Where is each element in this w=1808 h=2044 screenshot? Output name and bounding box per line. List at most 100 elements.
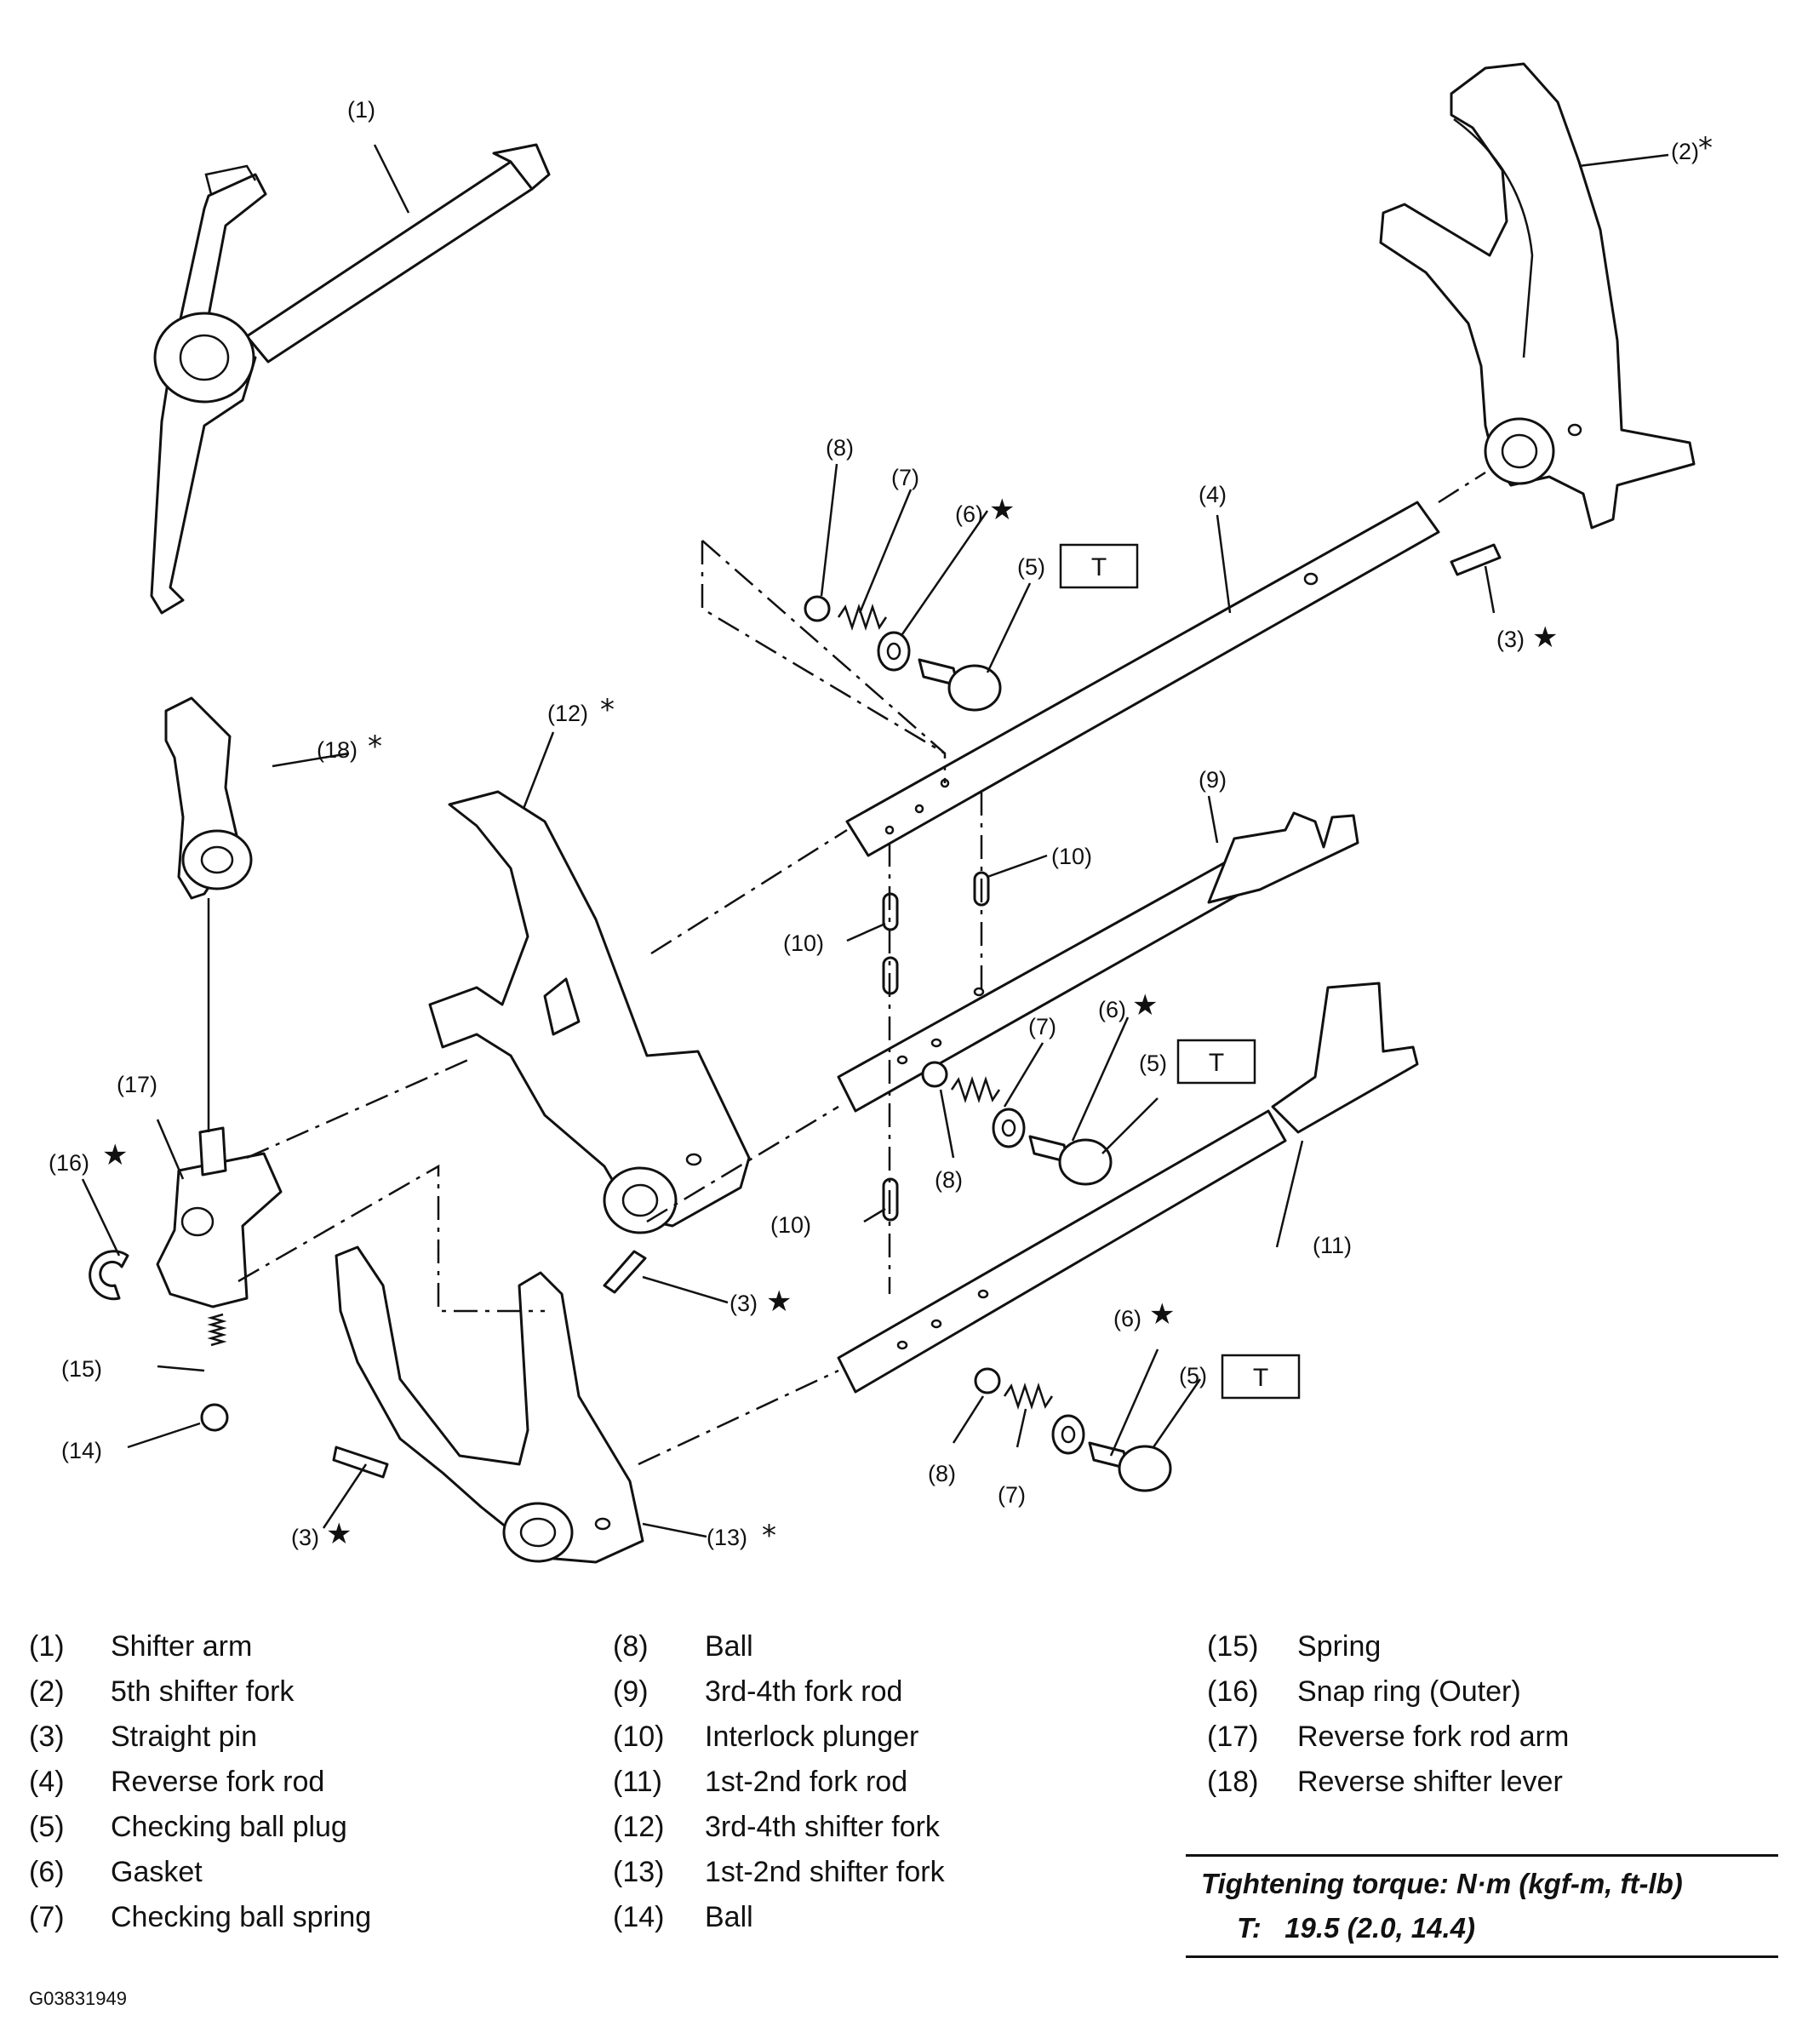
legend-column-1: (1) Shifter arm (2) 5th shifter fork (3) St…	[29, 1624, 371, 1940]
ball-part	[200, 1403, 229, 1432]
legend-item: (2) 5th shifter fork	[29, 1669, 371, 1715]
legend-number: (1)	[29, 1630, 65, 1663]
legend-label: 1st-2nd shifter fork	[705, 1856, 945, 1888]
reverse-fork-rod-arm-part	[156, 1126, 283, 1308]
legend-label: Checking ball spring	[111, 1901, 372, 1933]
callout-7-lower: (7)	[998, 1482, 1026, 1508]
legend-item: (10)Interlock plunger	[613, 1715, 945, 1760]
legend-label: 1st-2nd fork rod	[705, 1766, 908, 1798]
callout-1: (1)	[347, 97, 375, 123]
leader-lines	[81, 144, 1669, 1538]
legend-label: Straight pin	[111, 1721, 257, 1753]
legend-label: Ball	[705, 1630, 753, 1663]
star-3-middle: ★	[766, 1285, 792, 1319]
legend-label: Checking ball plug	[111, 1811, 347, 1843]
alignment-lines	[207, 471, 1486, 1466]
legend-item: (14)Ball	[613, 1895, 945, 1940]
legend-number: (3)	[29, 1721, 65, 1753]
legend-label: Spring	[1297, 1630, 1382, 1663]
legend-number: (13)	[613, 1856, 665, 1888]
asterisk-12: *	[600, 693, 615, 727]
callout-10-lower: (10)	[770, 1212, 811, 1238]
legend-label: Shifter arm	[111, 1630, 253, 1663]
shifter-arm-part	[150, 143, 551, 615]
star-16: ★	[102, 1138, 128, 1172]
callout-5-lower: (5)	[1179, 1363, 1207, 1388]
asterisk-13: *	[762, 1519, 776, 1553]
first-second-shifter-fork-part	[335, 1245, 644, 1564]
legend-column-3: (15) Spring (16) Snap ring (Outer) (17) Rev…	[1207, 1624, 1569, 1805]
callout-7-middle: (7)	[1028, 1014, 1056, 1039]
callout-5-upper: (5)	[1017, 554, 1045, 580]
legend-number: (4)	[29, 1766, 65, 1798]
legend-item: (16) Snap ring (Outer)	[1207, 1669, 1569, 1715]
legend-item: (13) 1st-2nd shifter fork	[613, 1850, 945, 1895]
checking-ball-assembly-middle	[921, 1061, 1113, 1186]
legend-item: (7) Checking ball spring	[29, 1895, 371, 1940]
legend-number: (2)	[29, 1675, 65, 1708]
callout-6-middle: (6)	[1098, 997, 1126, 1022]
figure-id: G03831949	[29, 1988, 127, 2009]
legend-item: (18)Reverse shifter lever	[1207, 1760, 1569, 1805]
svg-text:T: T	[1209, 1049, 1224, 1077]
callout-15: (15)	[61, 1356, 102, 1382]
callout-2: (2)	[1671, 139, 1699, 164]
legend-number: (5)	[29, 1811, 65, 1843]
legend-column-2: (8)Ball (9)3rd-4th fork rod (10)Interloc…	[613, 1624, 945, 1940]
legend-number: (15)	[1207, 1630, 1259, 1663]
legend-item: (1) Shifter arm	[29, 1624, 371, 1669]
legend-number: (7)	[29, 1901, 65, 1933]
callout-3-upper: (3)	[1496, 627, 1525, 652]
legend-number: (10)	[613, 1721, 665, 1753]
tightening-torque-note: Tightening torque: N·m (kgf-m, ft-lb) T:…	[1186, 1854, 1778, 1958]
asterisk-marks: * * * *	[368, 131, 1713, 1553]
legend-item: (3) Straight pin	[29, 1715, 371, 1760]
torque-value: T: 19.5 (2.0, 14.4)	[1237, 1912, 1476, 1944]
snap-ring-part	[89, 1250, 129, 1301]
legend-label: Reverse fork rod	[111, 1766, 325, 1798]
callout-5-middle: (5)	[1139, 1051, 1167, 1076]
straight-pin-part-upper	[1450, 543, 1502, 576]
legend-label: Gasket	[111, 1856, 203, 1888]
callout-8-middle: (8)	[935, 1167, 963, 1193]
callout-18: (18)	[317, 737, 358, 763]
legend-item: (12)3rd-4th shifter fork	[613, 1805, 945, 1850]
torque-box-middle: T	[1176, 1039, 1256, 1085]
legend-item: (9)3rd-4th fork rod	[613, 1669, 945, 1715]
star-6-lower: ★	[1149, 1297, 1175, 1331]
callout-13: (13)	[707, 1525, 747, 1550]
callout-12: (12)	[547, 701, 588, 726]
legend-label: Ball	[705, 1901, 753, 1933]
star-marks: ★ ★ ★ ★ ★ ★ ★	[102, 493, 1558, 1551]
third-fourth-shifter-fork-part	[428, 790, 751, 1234]
legend-item: (4) Reverse fork rod	[29, 1760, 371, 1805]
torque-heading: Tightening torque: N·m (kgf-m, ft-lb)	[1201, 1868, 1683, 1899]
callout-10-middle: (10)	[783, 930, 824, 956]
torque-box-lower: T	[1221, 1354, 1301, 1400]
asterisk-2: *	[1698, 131, 1713, 165]
legend-number: (11)	[613, 1766, 662, 1798]
straight-pin-part-middle	[603, 1250, 647, 1294]
legend-label: Reverse fork rod arm	[1297, 1721, 1570, 1753]
callout-16: (16)	[49, 1150, 89, 1176]
legend-item: (8)Ball	[613, 1624, 945, 1669]
legend-label: 5th shifter fork	[111, 1675, 295, 1708]
svg-text:T: T	[1091, 553, 1107, 581]
straight-pin-part-lower	[332, 1446, 389, 1479]
legend-number: (6)	[29, 1856, 65, 1888]
legend-label: Snap ring (Outer)	[1297, 1675, 1521, 1708]
legend-number: (16)	[1207, 1675, 1259, 1708]
callout-6-upper: (6)	[955, 501, 983, 527]
reverse-fork-rod-part	[845, 501, 1440, 857]
spring-part	[207, 1313, 227, 1347]
torque-box-upper: T	[1059, 543, 1139, 589]
callout-8-upper: (8)	[826, 435, 854, 461]
callout-3-middle: (3)	[729, 1291, 758, 1316]
star-3-lower: ★	[326, 1517, 352, 1551]
fifth-shifter-fork-part	[1379, 62, 1696, 530]
svg-text:T: T	[1253, 1364, 1268, 1392]
legend-number: (17)	[1207, 1721, 1259, 1753]
legend-item: (17) Reverse fork rod arm	[1207, 1715, 1569, 1760]
callout-9: (9)	[1199, 767, 1227, 793]
callout-6-lower: (6)	[1113, 1306, 1141, 1331]
